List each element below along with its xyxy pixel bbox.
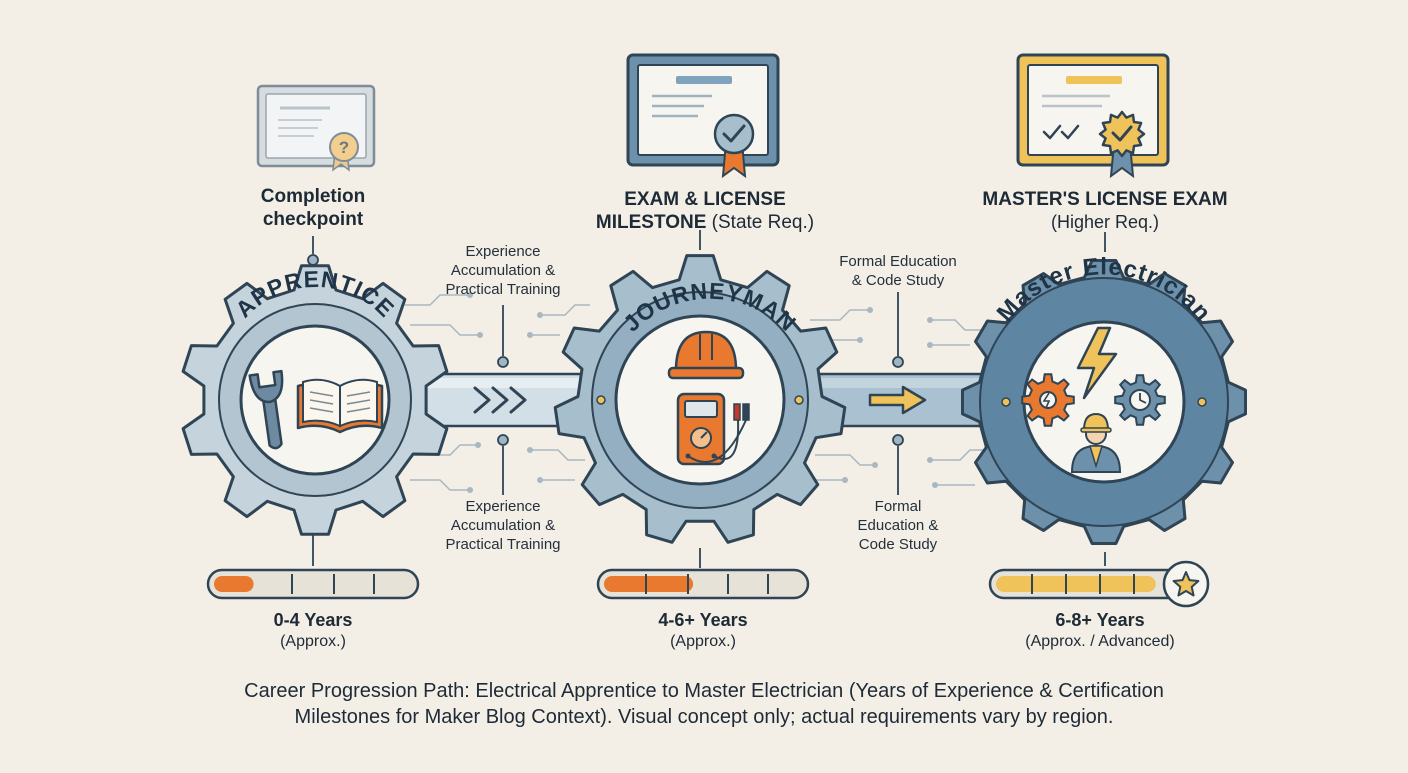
connector-2-top-note: Formal Education & Code Study (818, 252, 978, 290)
gear-icon (1021, 373, 1075, 427)
caption-line-1: Career Progression Path: Electrical Appr… (244, 680, 1164, 702)
note-line: Accumulation & (450, 517, 556, 534)
journeyman-milestone-title-line2-wrap: MILESTONE (State Req.) (560, 211, 850, 234)
lightning-bolt-icon (1076, 326, 1118, 400)
note-line: Practical Training (445, 281, 561, 298)
clock-gear-icon (1114, 374, 1166, 426)
journeyman-gear: JOURNEYMAN (553, 254, 847, 544)
journeyman-progress-bar (596, 568, 810, 600)
apprentice-years-note: (Approx.) (280, 633, 346, 650)
connector-1-top-note: Experience Accumulation & Practical Trai… (413, 242, 593, 299)
svg-text:?: ? (339, 138, 349, 157)
hard-hat-icon (667, 330, 745, 380)
open-book-icon (296, 378, 384, 434)
journeyman-progress-fill (604, 576, 694, 592)
gear-studs (596, 395, 1207, 407)
master-progress-fill (996, 576, 1156, 592)
master-years: 6-8+ Years (1055, 610, 1145, 630)
master-milestone-title: MASTER'S LICENSE EXAM (982, 189, 1228, 210)
master-progress-bar (988, 560, 1210, 608)
journeyman-milestone-label: EXAM & LICENSE MILESTONE (State Req.) (560, 188, 850, 234)
note-line: Education & (857, 517, 939, 534)
note-line: Experience (465, 243, 541, 260)
note-line: Practical Training (445, 536, 561, 553)
multimeter-icon (676, 392, 750, 466)
master-milestone-note: (Higher Req.) (1050, 212, 1160, 232)
journeyman-years: 4-6+ Years (658, 610, 748, 630)
journeyman-milestone-note: (State Req.) (711, 212, 815, 233)
journeyman-milestone-title-line2: MILESTONE (595, 212, 707, 233)
master-years-note: (Approx. / Advanced) (1025, 633, 1175, 650)
apprentice-progress-bar (206, 568, 420, 600)
circuit-trace-dots (467, 292, 938, 493)
caption-line-2: Milestones for Maker Blog Context). Visu… (294, 706, 1114, 728)
connector-2-bottom-note: Formal Education & Code Study (828, 497, 968, 554)
certificate-gold-badge-icon (1016, 53, 1170, 179)
triple-chevron-icon (473, 386, 527, 414)
wrench-icon (248, 369, 284, 450)
apprentice-milestone-title: Completion checkpoint (260, 186, 366, 230)
star-badge-icon (1162, 560, 1210, 608)
note-line: Code Study (858, 536, 938, 553)
arrow-right-icon (868, 385, 927, 415)
electrician-worker-icon (1070, 412, 1122, 473)
caption: Career Progression Path: Electrical Appr… (54, 678, 1354, 730)
note-line: Formal (874, 498, 922, 515)
note-line: Formal Education (839, 253, 957, 270)
certificate-question-icon: ? (256, 84, 376, 172)
apprentice-years: 0-4 Years (273, 610, 353, 630)
note-line: Experience (465, 498, 541, 515)
journeyman-years-note: (Approx.) (670, 633, 736, 650)
apprentice-progress-fill (214, 576, 254, 592)
journeyman-milestone-title: EXAM & LICENSE (624, 189, 786, 210)
note-line: & Code Study (851, 272, 945, 289)
certificate-check-icon (626, 53, 780, 179)
connector-1-bottom-note: Experience Accumulation & Practical Trai… (413, 497, 593, 554)
note-line: Accumulation & (450, 262, 556, 279)
master-electrician-gear: Master Electrician (961, 253, 1247, 545)
